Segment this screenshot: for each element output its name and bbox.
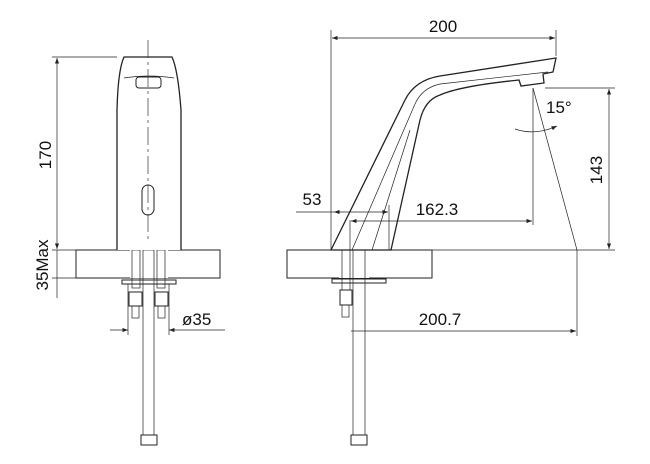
faucet-body-front: [116, 56, 182, 250]
nut-right: [154, 291, 169, 307]
nut: [339, 289, 353, 306]
angle-label: 15°: [546, 98, 572, 117]
nut-left: [128, 291, 143, 307]
front-view: 170 35Max ø35: [33, 40, 225, 446]
side-view: 200 15° 143 53 162.3 200.7: [286, 17, 615, 446]
spout-height-label: 143: [587, 156, 606, 184]
outlet-aerator: [135, 76, 162, 89]
hose-fitting: [350, 434, 368, 446]
mounting-plate: [331, 278, 387, 284]
counter-label: 35Max: [33, 239, 52, 291]
base-offset-label: 53: [303, 190, 322, 209]
mounting-plate: [121, 279, 177, 285]
reach-label: 162.3: [416, 200, 459, 219]
hole-label: ø35: [182, 310, 211, 329]
hose-fitting: [140, 434, 158, 446]
width-label: 200: [429, 17, 457, 36]
height-label: 170: [36, 141, 55, 169]
pipe-reach-label: 200.7: [419, 310, 462, 329]
